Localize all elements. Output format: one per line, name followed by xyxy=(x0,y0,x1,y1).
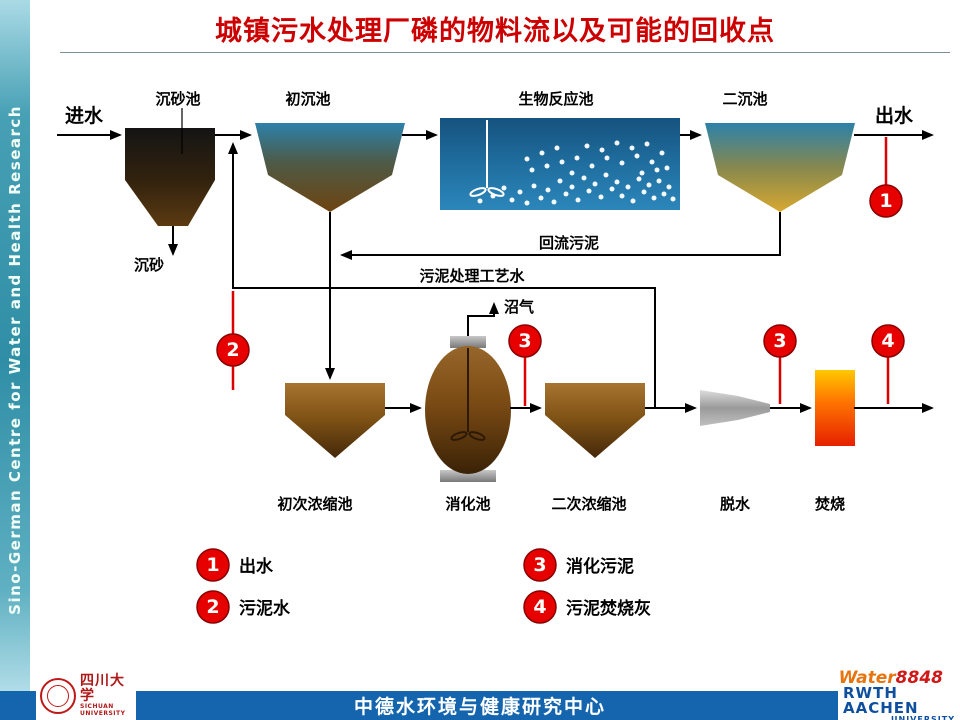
footer-title: 中德水环境与健康研究中心 xyxy=(353,696,606,718)
sidebar-title: Sino-German Centre for Water and Health … xyxy=(6,105,24,615)
marker-3a-number: 3 xyxy=(518,330,531,352)
sichuan-university-en: SICHUAN UNIVERSITY xyxy=(80,703,126,717)
label-biogas: 沼气 xyxy=(504,298,534,316)
legend-2-label: 污泥水 xyxy=(239,598,291,619)
marker-4-number: 4 xyxy=(881,330,894,352)
water8848-number: 8848 xyxy=(895,668,943,688)
legend-4-number: 4 xyxy=(533,596,546,618)
bio-mixer-icon xyxy=(469,120,505,197)
flow-process-water xyxy=(228,142,656,407)
water8848-logo: Water8848 xyxy=(835,668,946,688)
legend-1-number: 1 xyxy=(206,554,219,576)
marker-2-sludge-water: 2 xyxy=(216,291,250,390)
page-title: 城镇污水处理厂磷的物料流以及可能的回收点 xyxy=(215,16,775,46)
legend-4-badge xyxy=(523,590,557,624)
label-secondary-thickener: 二次浓缩池 xyxy=(551,495,626,513)
digester-top-cap xyxy=(450,336,486,348)
secondary-thickener-shape xyxy=(545,383,645,458)
rwth-subtitle: UNIVERSITY xyxy=(891,714,955,720)
primary-tank-shape xyxy=(255,123,405,212)
aeration-bubbles xyxy=(477,140,676,206)
secondary-tank-shape xyxy=(705,123,855,212)
sichuan-university-cn: 四川大学 xyxy=(80,673,125,704)
footer-bar: 中德水环境与健康研究中心 xyxy=(0,691,960,720)
process-flow-diagram: 进水 沉砂池 沉砂 初沉池 生物反应池 二沉池 出水 回流污泥 污泥处理工艺水 … xyxy=(57,90,934,624)
label-incineration: 焚烧 xyxy=(814,495,845,513)
label-bio-reactor: 生物反应池 xyxy=(518,90,593,108)
label-secondary-tank: 二沉池 xyxy=(722,90,767,108)
legend-2-badge xyxy=(196,590,230,624)
incineration-shape xyxy=(815,370,855,446)
flow-biogas xyxy=(467,302,499,336)
label-process-water: 污泥处理工艺水 xyxy=(419,267,525,285)
legend-2-number: 2 xyxy=(206,596,219,618)
marker-3-dewatered-sludge: 3 xyxy=(763,324,797,404)
legend-3-badge xyxy=(523,548,557,582)
grit-chamber-shape xyxy=(125,128,215,226)
flow-return-sludge xyxy=(340,212,781,260)
title-divider xyxy=(60,52,950,53)
label-grit-chamber: 沉砂池 xyxy=(155,90,200,108)
sichuan-university-seal-icon xyxy=(40,677,76,714)
label-digester: 消化池 xyxy=(445,495,490,513)
marker-1-number: 1 xyxy=(879,190,892,212)
legend-3-label: 消化污泥 xyxy=(566,556,634,577)
label-primary-thickener: 初次浓缩池 xyxy=(277,495,352,513)
digester-base xyxy=(440,470,496,482)
sichuan-university-logo: 四川大学 SICHUAN UNIVERSITY xyxy=(36,671,136,720)
marker-4-ash: 4 xyxy=(871,324,905,404)
label-grit: 沉砂 xyxy=(134,256,164,274)
marker-2-number: 2 xyxy=(226,339,239,361)
rwth-aachen-logo: RWTH AACHEN UNIVERSITY xyxy=(838,683,960,720)
legend-1-label: 出水 xyxy=(239,556,274,577)
label-dewatering: 脱水 xyxy=(720,495,751,513)
legend: 1 出水 2 污泥水 3 消化污泥 4 污泥焚烧灰 xyxy=(196,548,651,624)
legend-3-number: 3 xyxy=(533,554,546,576)
label-return-sludge: 回流污泥 xyxy=(539,234,599,252)
marker-1-effluent: 1 xyxy=(869,137,903,218)
primary-thickener-shape xyxy=(285,383,385,458)
sidebar: Sino-German Centre for Water and Health … xyxy=(0,0,30,720)
label-effluent: 出水 xyxy=(875,104,914,127)
legend-4-label: 污泥焚烧灰 xyxy=(566,598,651,619)
label-primary-tank: 初沉池 xyxy=(285,90,330,108)
water8848-word: Water xyxy=(838,668,896,688)
marker-3-digested-sludge: 3 xyxy=(508,324,542,406)
dewatering-shape xyxy=(700,390,770,426)
legend-1-badge xyxy=(196,548,230,582)
marker-3b-number: 3 xyxy=(773,330,786,352)
label-influent: 进水 xyxy=(65,105,104,127)
digester-mixer-icon xyxy=(450,348,486,441)
rwth-name: RWTH AACHEN xyxy=(843,683,919,717)
